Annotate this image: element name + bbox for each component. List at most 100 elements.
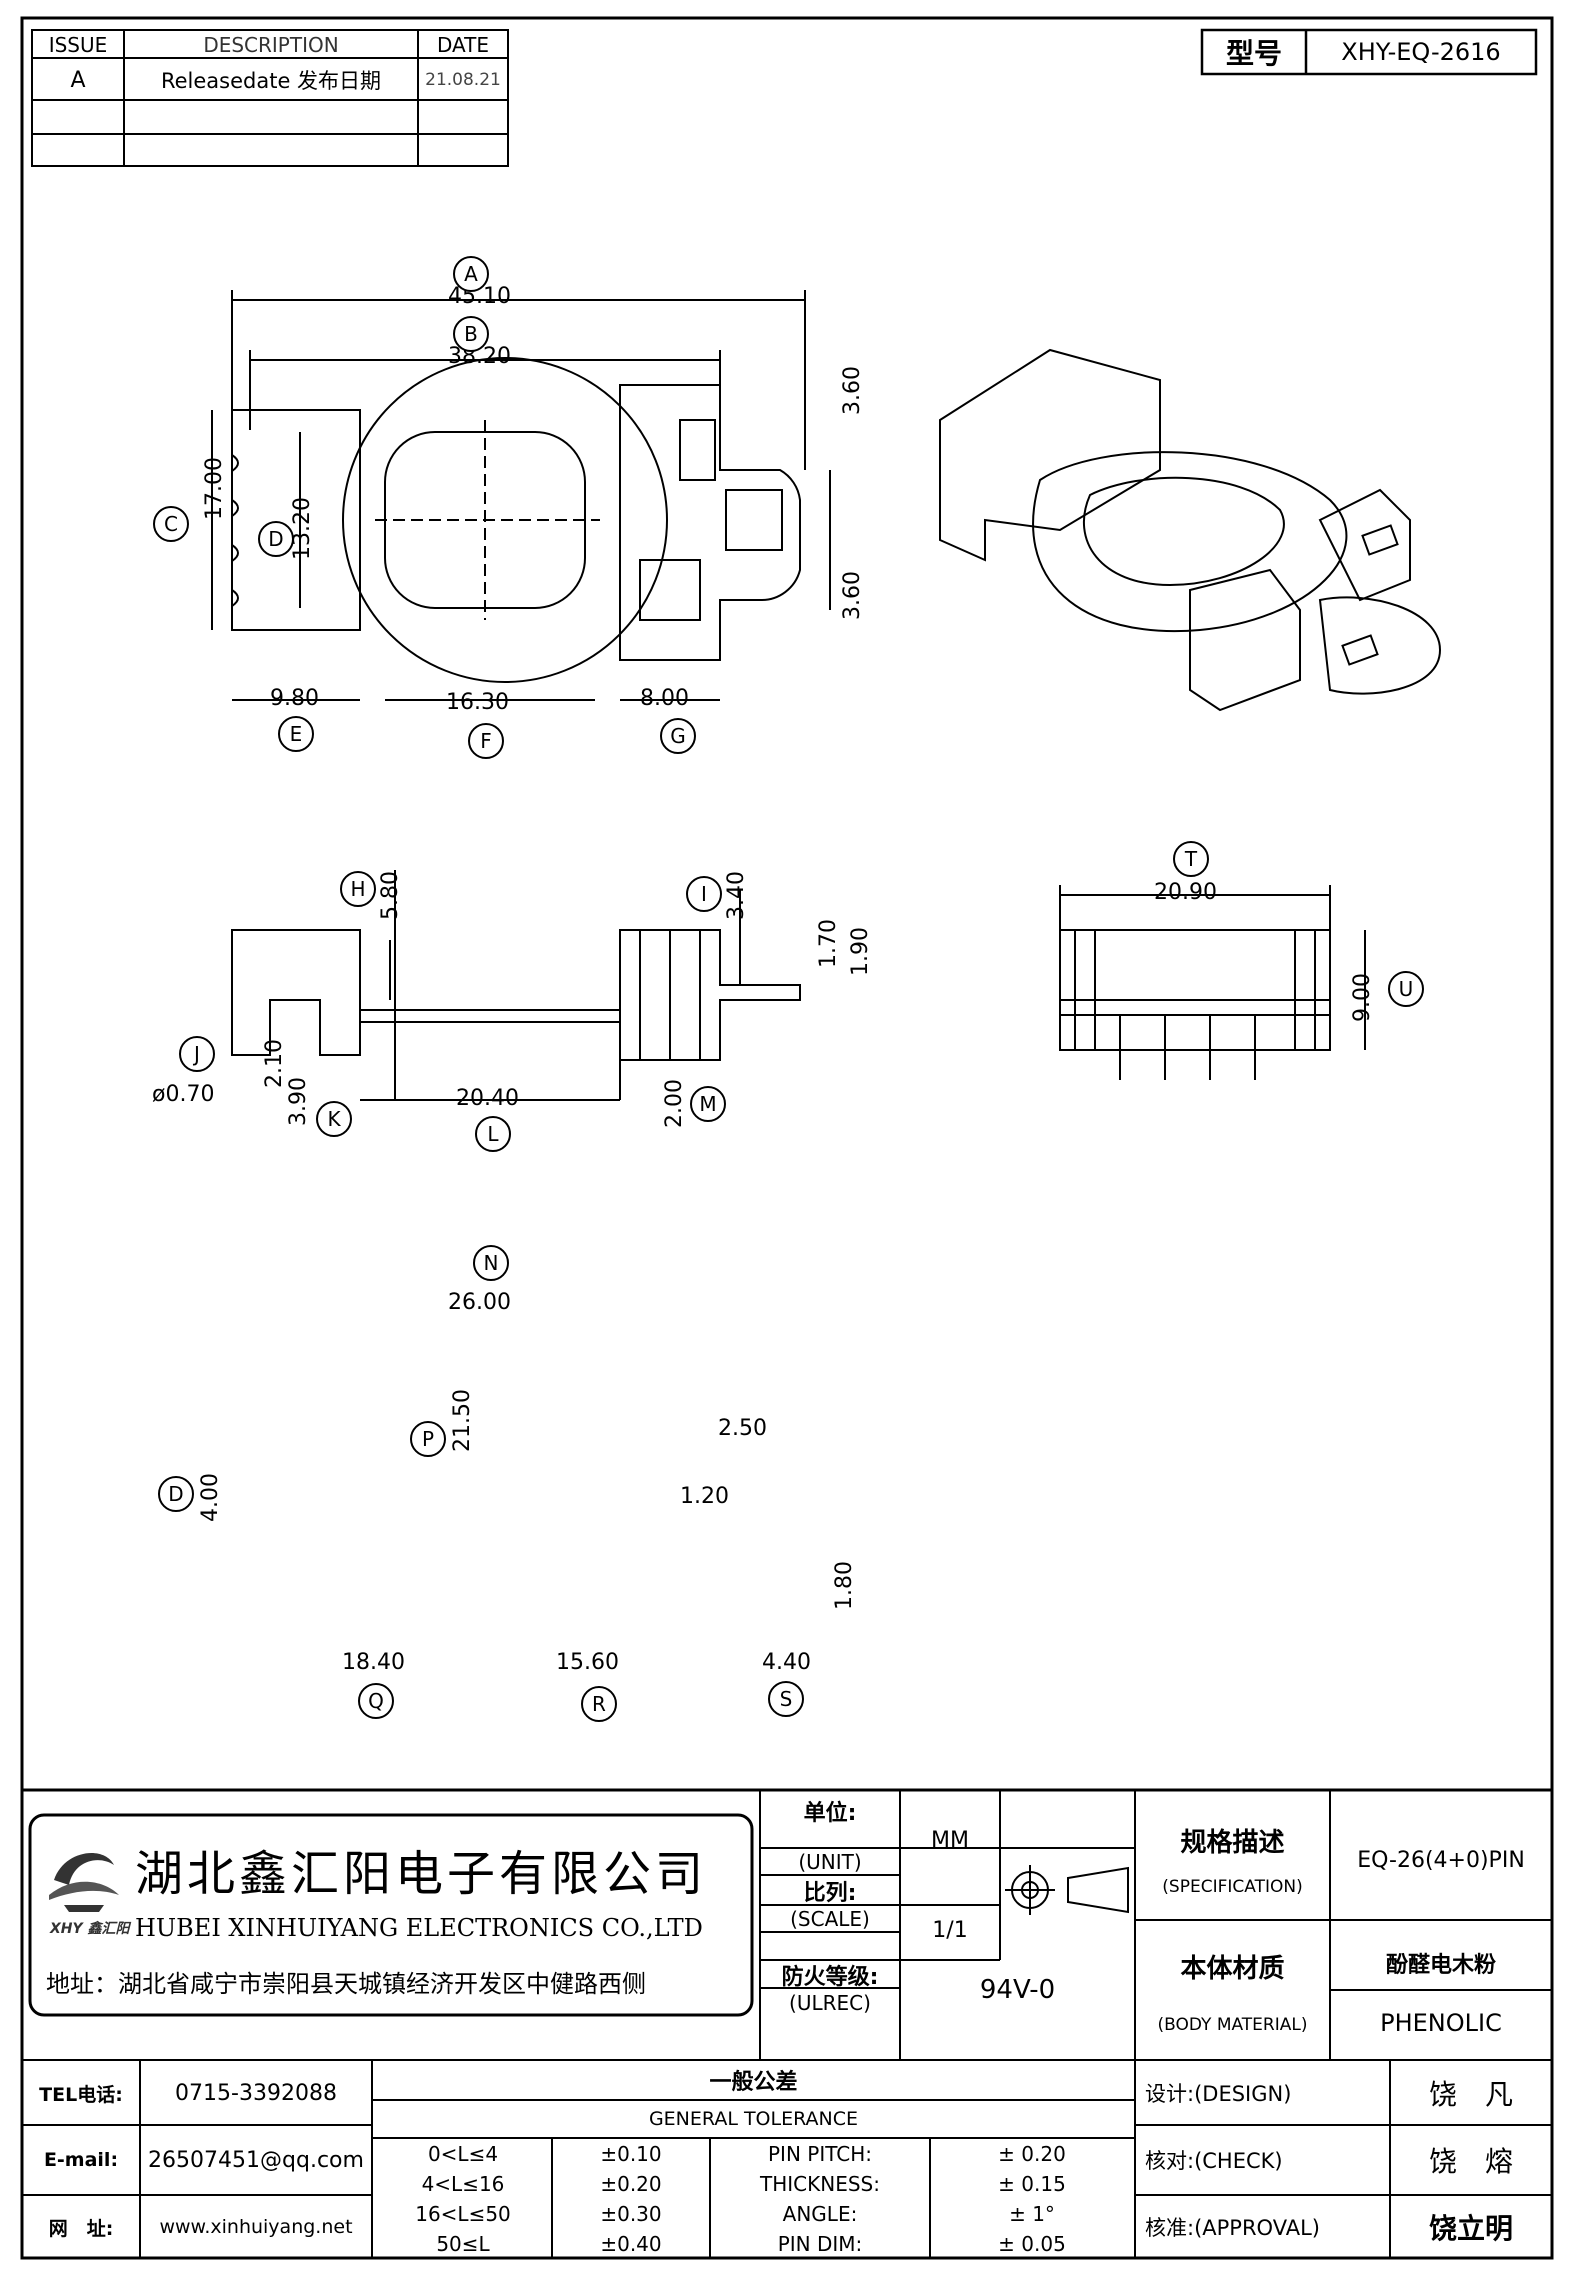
dim-L: 20.40 bbox=[456, 1086, 519, 1111]
ref-letter: G bbox=[660, 718, 696, 754]
ref-letter: S bbox=[768, 1681, 804, 1717]
ref-letter: R bbox=[581, 1686, 617, 1722]
scale-label-cn: 比列: bbox=[803, 1881, 857, 1906]
spec-label-cn: 规格描述 bbox=[1180, 1827, 1285, 1858]
tol-item-value: ± 0.05 bbox=[998, 2232, 1066, 2256]
tol-value: ±0.10 bbox=[600, 2142, 662, 2166]
ref-letter: F bbox=[468, 723, 504, 759]
unit-label-en: (UNIT) bbox=[798, 1850, 862, 1874]
tol-item-value: ± 0.20 bbox=[998, 2142, 1066, 2166]
tol-value: ±0.20 bbox=[600, 2172, 662, 2196]
dim-R: 15.60 bbox=[556, 1650, 619, 1675]
model-value: XHY-EQ-2616 bbox=[1341, 38, 1501, 66]
spec-value: EQ-26(4+0)PIN bbox=[1357, 1847, 1525, 1873]
signoff-name: 饶 熔 bbox=[1428, 2145, 1513, 2178]
ref-letter: K bbox=[316, 1101, 352, 1137]
tol-item-value: ± 1° bbox=[1009, 2202, 1055, 2226]
tol-item-name: PIN PITCH: bbox=[767, 2142, 873, 2166]
ref-letter: J bbox=[179, 1036, 215, 1072]
dim-J: ø0.70 bbox=[152, 1082, 215, 1107]
ulrec-label-en: (ULREC) bbox=[789, 1991, 871, 2015]
dim-B: 38.20 bbox=[448, 344, 511, 369]
ref-letter: Q bbox=[358, 1683, 394, 1719]
unit-label-cn: 单位: bbox=[803, 1801, 857, 1826]
ref-letter: D bbox=[258, 521, 294, 557]
ref-letter: M bbox=[690, 1086, 726, 1122]
dim-T: 20.90 bbox=[1154, 880, 1217, 905]
front-view bbox=[1059, 885, 1366, 1080]
material-label-cn: 本体材质 bbox=[1180, 1953, 1285, 1984]
tol-value: ±0.40 bbox=[600, 2232, 662, 2256]
tolerance-title-cn: 一般公差 bbox=[709, 2070, 798, 2095]
ulrec-label-cn: 防火等级: bbox=[781, 1965, 879, 1990]
tol-item-value: ± 0.15 bbox=[998, 2172, 1066, 2196]
rev-header-issue: ISSUE bbox=[48, 33, 108, 57]
rev-row-date: 21.08.21 bbox=[425, 70, 501, 90]
dim-G: 8.00 bbox=[640, 686, 689, 711]
dim-Q: 18.40 bbox=[342, 1650, 405, 1675]
unit-value: MM bbox=[931, 1827, 969, 1853]
ref-letter: T bbox=[1173, 841, 1209, 877]
dim-E: 9.80 bbox=[270, 686, 319, 711]
side-view bbox=[231, 870, 801, 1101]
rev-header-description: DESCRIPTION bbox=[203, 33, 339, 57]
web-value: www.xinhuiyang.net bbox=[159, 2216, 353, 2238]
tol-range: 50≤L bbox=[436, 2232, 490, 2256]
scale-value: 1/1 bbox=[932, 1917, 968, 1943]
top-view bbox=[211, 290, 831, 701]
tel-label: TEL电话: bbox=[39, 2083, 123, 2106]
tol-item-name: ANGLE: bbox=[782, 2202, 858, 2226]
ref-letter: C bbox=[153, 506, 189, 542]
signoff-name: 饶 凡 bbox=[1428, 2078, 1513, 2111]
rev-row-description: Releasedate 发布日期 bbox=[160, 69, 382, 93]
logo-text: XHY 鑫汇阳 bbox=[50, 1921, 130, 1937]
tol-range: 4<L≤16 bbox=[421, 2172, 505, 2196]
company-name-en: HUBEI XINHUIYANG ELECTRONICS CO.,LTD bbox=[135, 1914, 703, 1942]
company-logo bbox=[49, 1853, 119, 1912]
signoff-label: 核准:(APPROVAL) bbox=[1145, 2216, 1320, 2240]
ref-letter: H bbox=[340, 871, 376, 907]
dim-N: 26.00 bbox=[448, 1290, 511, 1315]
spec-label-en: (SPECIFICATION) bbox=[1162, 1877, 1303, 1897]
tel-value: 0715-3392088 bbox=[175, 2080, 337, 2106]
ref-letter: E bbox=[278, 716, 314, 752]
tol-range: 16<L≤50 bbox=[415, 2202, 511, 2226]
ulrec-value: 94V-0 bbox=[979, 1975, 1056, 2005]
rev-header-date: DATE bbox=[436, 33, 490, 57]
ref-letter: N bbox=[473, 1245, 509, 1281]
isometric-view-top bbox=[939, 348, 1442, 712]
tol-range: 0<L≤4 bbox=[427, 2142, 499, 2166]
ref-letter: L bbox=[475, 1116, 511, 1152]
rev-row-issue: A bbox=[70, 67, 86, 93]
ref-letter: D bbox=[158, 1476, 194, 1512]
dim-S: 4.40 bbox=[762, 1650, 811, 1675]
tol-item-name: THICKNESS: bbox=[760, 2172, 880, 2196]
material-value-en: PHENOLIC bbox=[1380, 2009, 1502, 2037]
material-label-en: (BODY MATERIAL) bbox=[1157, 2015, 1308, 2035]
scale-label-en: (SCALE) bbox=[790, 1907, 870, 1931]
model-label: 型号 bbox=[1225, 37, 1282, 70]
ref-letter: P bbox=[410, 1421, 446, 1457]
signoff-name: 饶立明 bbox=[1428, 2212, 1513, 2245]
company-name-cn: 湖北鑫汇阳电子有限公司 bbox=[135, 1846, 708, 1902]
tol-item-name: PIN DIM: bbox=[777, 2232, 863, 2256]
email-value: 26507451@qq.com bbox=[148, 2147, 364, 2173]
web-label: 网 址: bbox=[48, 2217, 114, 2240]
company-address: 地址：湖北省咸宁市崇阳县天城镇经济开发区中健路西侧 bbox=[46, 1970, 646, 1998]
dim-F: 16.30 bbox=[446, 690, 509, 715]
material-value-cn: 酚醛电木粉 bbox=[1385, 1953, 1496, 1978]
signoff-label: 核对:(CHECK) bbox=[1145, 2149, 1283, 2173]
dim-s1: 2.50 bbox=[718, 1416, 767, 1441]
email-label: E-mail: bbox=[43, 2149, 119, 2171]
dim-s2: 1.20 bbox=[680, 1484, 729, 1509]
tol-value: ±0.30 bbox=[600, 2202, 662, 2226]
ref-letter: I bbox=[686, 876, 722, 912]
ref-letter: A bbox=[453, 256, 489, 292]
ref-letter: B bbox=[453, 316, 489, 352]
ref-letter: U bbox=[1388, 971, 1424, 1007]
dim-A: 45.10 bbox=[448, 284, 511, 309]
tolerance-title-en: GENERAL TOLERANCE bbox=[648, 2108, 859, 2130]
signoff-label: 设计:(DESIGN) bbox=[1145, 2082, 1292, 2106]
